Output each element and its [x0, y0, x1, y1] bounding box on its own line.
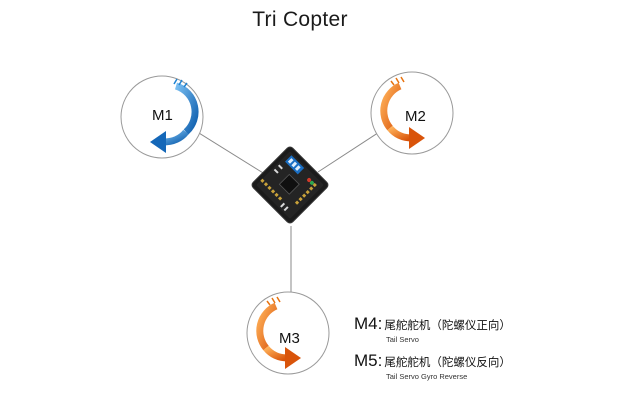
rotation-arrow-m2-icon [380, 76, 425, 149]
note-m4: M4:尾舵舵机（陀螺仪正向） Tail Servo [354, 314, 511, 344]
note-m4-cn: 尾舵舵机（陀螺仪正向） [384, 318, 511, 332]
flight-controller-board [251, 146, 329, 224]
note-m5-en: Tail Servo Gyro Reverse [386, 372, 468, 381]
note-m5-cn: 尾舵舵机（陀螺仪反向） [384, 355, 511, 369]
motor-label-m1: M1 [152, 107, 173, 124]
note-m4-code: M4: [354, 314, 383, 333]
motor-label-m2: M2 [405, 108, 426, 125]
note-m5: M5:尾舵舵机（陀螺仪反向） Tail Servo Gyro Reverse [354, 351, 511, 381]
rotation-arrow-m1-icon [150, 78, 199, 153]
main-chip [278, 173, 300, 195]
motor-label-m3: M3 [279, 330, 300, 347]
diagram-title: Tri Copter [252, 8, 348, 31]
rotation-arrow-m3-icon [256, 296, 301, 369]
note-m5-code: M5: [354, 351, 383, 370]
note-m4-en: Tail Servo [386, 335, 419, 344]
